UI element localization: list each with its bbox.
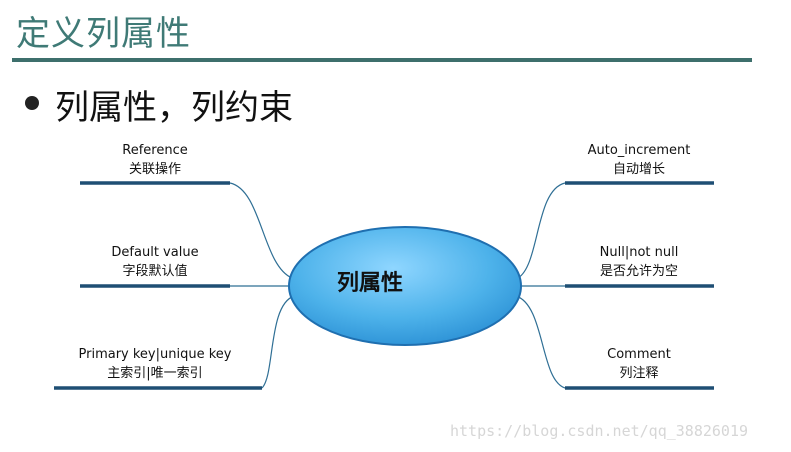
- node-comment-cn: 列注释: [619, 366, 659, 381]
- node-null: Null|not null 是否允许为空: [519, 243, 759, 281]
- node-reference-cn: 关联操作: [128, 162, 181, 177]
- slide-title: 定义列属性: [16, 14, 191, 54]
- node-comment-en: Comment: [607, 347, 671, 362]
- branch-comment: [515, 295, 566, 389]
- node-default-value-cn: 字段默认值: [122, 264, 188, 279]
- node-auto-increment-cn: 自动增长: [612, 162, 665, 177]
- node-primary-key: Primary key|unique key 主索引|唯一索引: [35, 345, 275, 383]
- node-reference: Reference 关联操作: [35, 141, 275, 179]
- node-null-en: Null|not null: [599, 245, 679, 260]
- node-auto-increment-en: Auto_increment: [587, 143, 691, 158]
- node-comment: Comment 列注释: [519, 345, 759, 383]
- branch-primary-key: [261, 295, 295, 389]
- bullet-dot: [25, 96, 39, 110]
- node-primary-key-en: Primary key|unique key: [78, 347, 232, 362]
- node-primary-key-cn: 主索引|唯一索引: [107, 366, 203, 381]
- title-rule: [12, 58, 752, 62]
- branch-reference: [229, 182, 293, 279]
- bullet-text: 列属性，列约束: [55, 88, 293, 128]
- watermark-text: https://blog.csdn.net/qq_38826019: [450, 422, 749, 440]
- center-ellipse: [288, 226, 522, 346]
- center-label: 列属性: [336, 271, 403, 296]
- node-null-cn: 是否允许为空: [599, 264, 678, 279]
- node-default-value-en: Default value: [111, 245, 199, 260]
- branch-auto-increment: [517, 182, 566, 279]
- node-auto-increment: Auto_increment 自动增长: [519, 141, 759, 179]
- node-reference-en: Reference: [122, 143, 188, 158]
- node-default-value: Default value 字段默认值: [35, 243, 275, 281]
